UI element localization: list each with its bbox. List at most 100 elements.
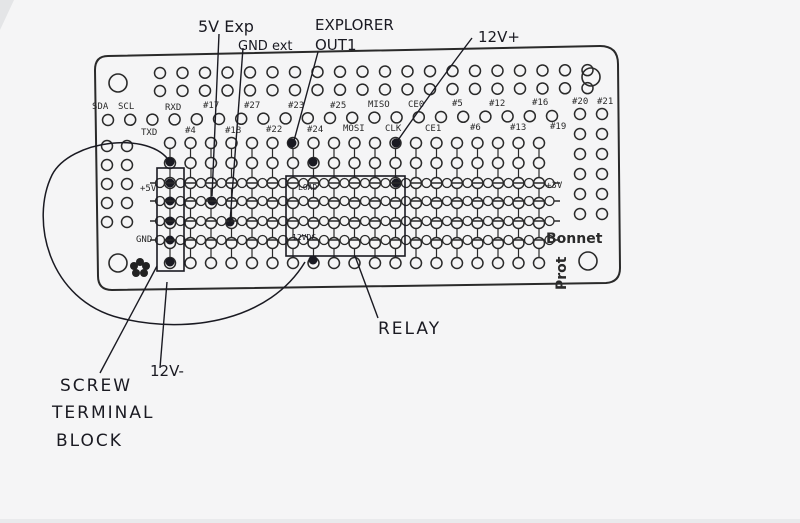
header-hole: [266, 66, 279, 79]
label-5v-exp: 5V Exp: [198, 17, 254, 36]
proto-pad: [245, 216, 259, 230]
proto-pad: [389, 256, 402, 270]
relay-label-voltage: 12VDC: [292, 233, 316, 242]
proto-pad: [368, 236, 382, 250]
proto-pad: [348, 216, 361, 230]
rail-pad: [236, 234, 248, 246]
side-pad: [595, 187, 609, 201]
side-pad: [595, 127, 609, 141]
proto-pad: [409, 216, 423, 230]
rail-pad: [298, 215, 309, 227]
proto-pad: [184, 236, 197, 250]
rail-pad: [523, 177, 535, 189]
mount-hole-bottom-left: [108, 253, 128, 273]
header-hole: [491, 64, 504, 77]
proto-pad: [266, 236, 279, 250]
proto-pad: [409, 156, 423, 170]
proto-pad: [286, 256, 300, 270]
pin-label-top: #27: [244, 101, 260, 111]
label-12v-plus: 12V+: [478, 28, 520, 46]
pin-pad: [434, 110, 448, 124]
screw-terminal-outline: [156, 167, 185, 272]
proto-pad: [471, 256, 484, 270]
side-pad: [573, 147, 587, 161]
proto-pad: [389, 156, 402, 170]
proto-pad: [245, 156, 259, 170]
side-pad: [573, 107, 587, 121]
rail-pad: [544, 195, 555, 207]
rail-pad: [236, 195, 248, 207]
pin-pad: [301, 111, 315, 125]
rail-pad: [380, 177, 391, 189]
header-hole: [536, 82, 549, 95]
rail-pad: [359, 195, 371, 207]
proto-pad: [348, 156, 361, 170]
pin-label-bottom: #24: [307, 125, 323, 135]
proto-pad: [368, 136, 382, 150]
rail-pad: [482, 177, 494, 189]
label-out1: OUT1: [315, 36, 357, 54]
rail-pad: [175, 177, 186, 189]
rail-pad: [482, 215, 494, 227]
header-hole: [311, 83, 324, 97]
side-pad: [120, 139, 134, 153]
label-block: BLOCK: [56, 431, 123, 451]
side-pad: [100, 215, 114, 229]
side-pad: [595, 107, 609, 121]
proto-pad: [532, 136, 546, 150]
proto-pad: [409, 196, 423, 210]
header-hole: [243, 66, 257, 79]
header-hole: [536, 64, 549, 77]
side-pad: [100, 158, 114, 172]
rail-pad: [380, 234, 391, 246]
proto-pad: [184, 136, 197, 150]
rail-pad: [195, 195, 207, 207]
board-name-prefix: Prot: [554, 256, 570, 290]
pin-label-bottom: #13: [510, 123, 526, 133]
header-hole: [581, 81, 594, 95]
header-hole: [176, 84, 189, 98]
proto-pad: [450, 196, 464, 210]
pin-label-top: #25: [330, 101, 346, 111]
proto-pad: [450, 216, 464, 230]
relay-outline: [285, 175, 406, 257]
rail-pad: [175, 195, 186, 207]
pin-label-top: #20: [572, 97, 588, 107]
pin-pad: [101, 113, 115, 127]
proto-pad: [430, 196, 443, 210]
pin-label-bottom: #19: [550, 122, 566, 132]
rail-pad: [544, 215, 555, 227]
header-hole: [558, 64, 572, 77]
proto-pad: [532, 236, 546, 250]
rail-label-gnd: GND: [136, 235, 152, 245]
header-hole: [401, 83, 414, 96]
side-pad: [120, 196, 134, 210]
pin-pad: [146, 113, 159, 126]
header-hole: [356, 83, 369, 96]
proto-pad: [532, 196, 546, 210]
pin-label-top: SCL: [118, 102, 134, 112]
proto-pad: [225, 136, 238, 150]
side-pad: [595, 167, 609, 181]
proto-pad: [266, 216, 279, 230]
proto-pad: [471, 216, 484, 230]
pin-pad: [390, 111, 403, 124]
pin-label-top: #5: [452, 99, 463, 109]
rail-pad: [257, 215, 268, 227]
rail-pad: [421, 195, 432, 207]
pin-pad: [368, 111, 381, 124]
proto-pad: [430, 216, 443, 230]
side-pad: [100, 177, 114, 191]
proto-pad: [327, 196, 341, 210]
proto-pad: [491, 236, 505, 250]
rail-pad: [318, 195, 330, 207]
pin-pad: [479, 110, 492, 123]
leader-12v-plus: [395, 37, 473, 144]
rail-pad: [462, 234, 473, 246]
rail-pad: [503, 234, 514, 246]
header-hole: [378, 83, 392, 96]
pin-label-top: CE0: [408, 100, 424, 110]
leader-screw-terminal: [99, 265, 158, 374]
label-relay: RELAY: [378, 319, 441, 339]
rail-pad: [195, 215, 207, 227]
